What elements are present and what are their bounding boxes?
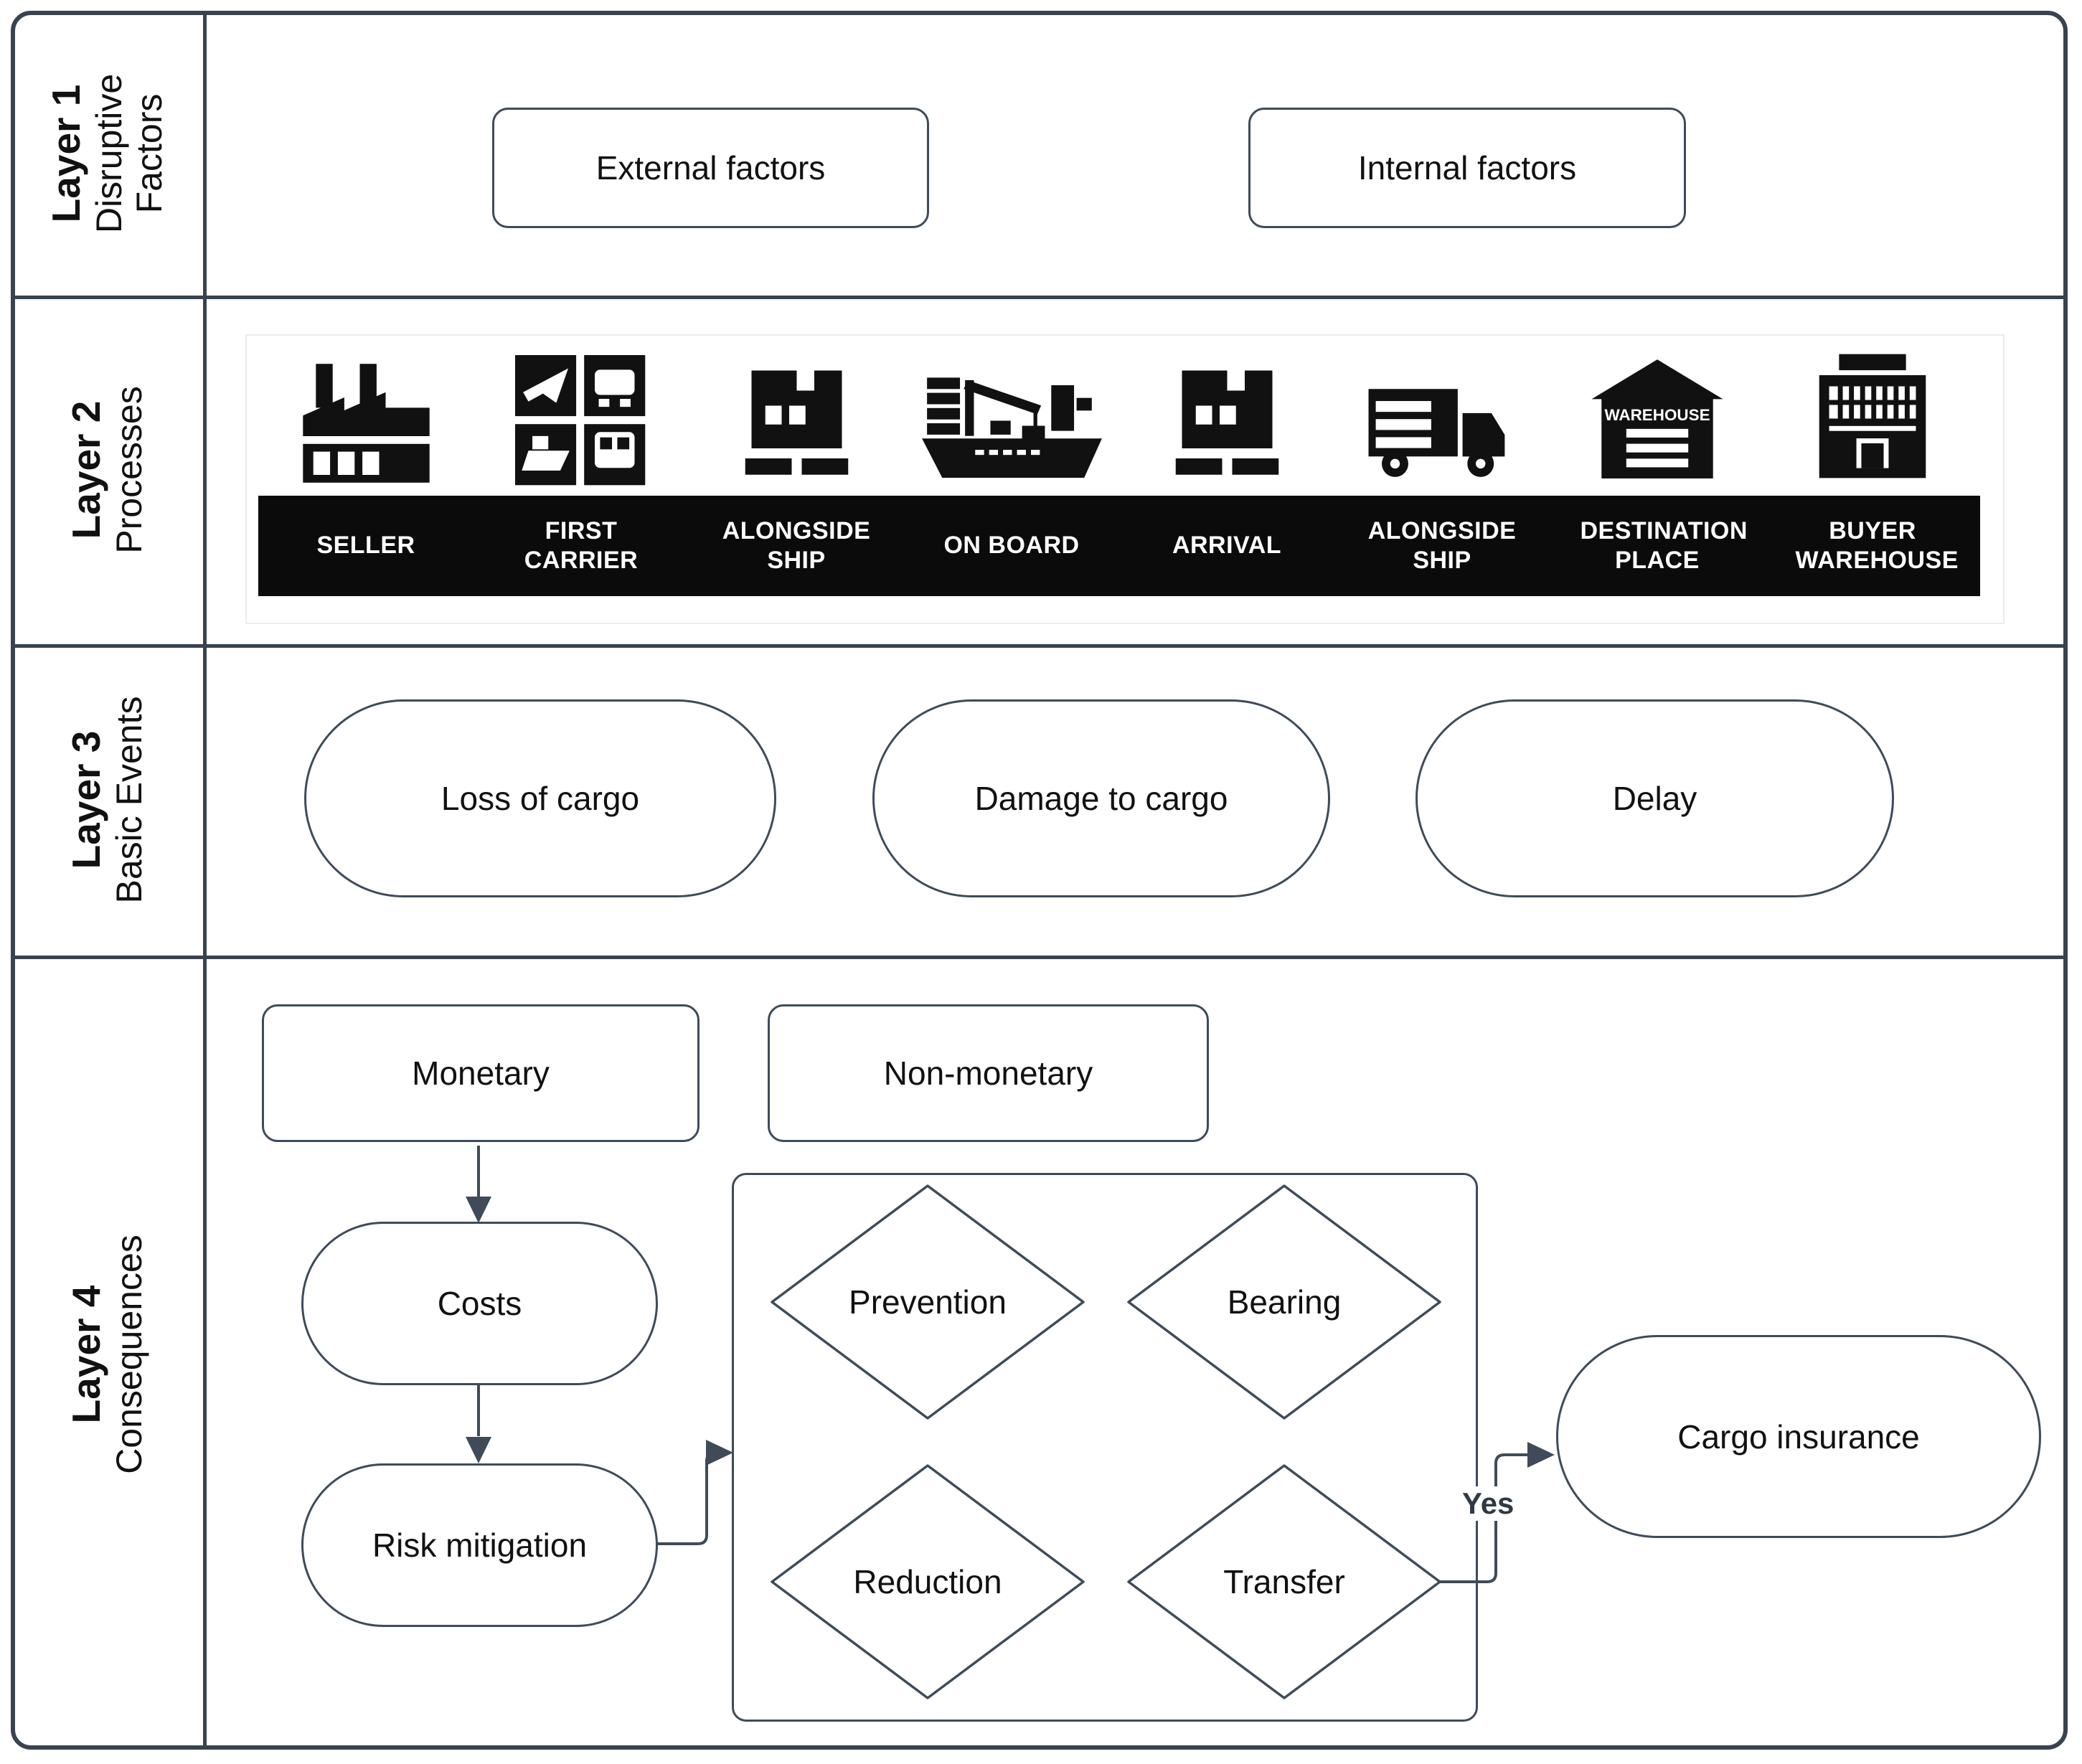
layer3-title: Layer 3 [64,730,109,869]
banner-destination-place-label: DESTINATION PLACE [1580,517,1748,574]
row-divider-3 [11,956,2068,959]
loss-of-cargo-label: Loss of cargo [441,780,640,817]
banner-alongside-ship-1-label: ALONGSIDE SHIP [722,517,871,574]
banner-alongside-ship-2-label: ALONGSIDE SHIP [1367,517,1517,574]
container-ship-crane-icon [921,377,1102,478]
banner-on-board-label: ON BOARD [943,532,1080,560]
banner-alongside-ship-1: ALONGSIDE SHIP [689,496,904,596]
bearing-label: Bearing [1227,1283,1342,1321]
process-seller [258,336,474,492]
banner-buyer-warehouse: BUYER WAREHOUSE [1765,496,1980,596]
monetary-box: Monetary [262,1004,700,1142]
external-factors-label: External factors [595,149,826,187]
non-monetary-box: Non-monetary [768,1004,1209,1142]
banner-on-board: ON BOARD [904,496,1119,596]
delay-label: Delay [1612,780,1697,817]
banner-seller-label: SELLER [316,532,415,560]
process-arrival [1119,336,1334,492]
internal-factors-box: Internal factors [1248,108,1686,228]
cargo-boxes-pallet-icon [745,370,848,475]
risk-mitigation-stadium: Risk mitigation [301,1463,658,1627]
layer4-title: Layer 4 [64,1285,109,1424]
layer3-subtitle: Basic Events [108,696,149,904]
process-banner: SELLER FIRST CARRIER ALONGSIDE SHIP ON B… [258,496,1980,596]
cargo-boxes-pallet-icon [1175,370,1278,475]
label-column-divider [203,11,207,1750]
multimodal-transport-icon [514,355,645,486]
reduction-label-wrap: Reduction [799,1550,1057,1614]
cargo-insurance-label: Cargo insurance [1677,1418,1920,1456]
banner-arrival: ARRIVAL [1119,496,1334,596]
layer2-subtitle: Processes [108,386,149,554]
costs-label: Costs [437,1285,522,1322]
damage-to-cargo-label: Damage to cargo [974,780,1228,817]
risk-mitigation-label: Risk mitigation [372,1527,588,1564]
damage-to-cargo-pill: Damage to cargo [872,699,1330,897]
process-icons-row: WAREHOUSE [258,336,1980,492]
layer1-subtitle: Disruptive Factors [88,73,169,233]
process-first-carrier [474,336,689,492]
delivery-truck-icon [1368,389,1505,477]
layer4-label: Layer 4 Consequences [11,956,203,1753]
banner-arrival-label: ARRIVAL [1172,532,1282,560]
layer2-title: Layer 2 [64,400,109,539]
banner-first-carrier: FIRST CARRIER [474,496,689,596]
process-alongside-ship-2 [1334,336,1550,492]
banner-seller: SELLER [258,496,474,596]
strategy-container [732,1173,1478,1722]
reduction-label: Reduction [853,1563,1002,1600]
warehouse-icon: WAREHOUSE [1591,359,1723,478]
monetary-label: Monetary [412,1055,550,1092]
banner-buyer-warehouse-label: BUYER WAREHOUSE [1795,517,1959,574]
process-destination-place: WAREHOUSE [1550,336,1765,492]
process-alongside-ship-1 [689,336,904,492]
loss-of-cargo-pill: Loss of cargo [304,699,776,897]
cargo-insurance-stadium: Cargo insurance [1556,1335,2041,1538]
external-factors-box: External factors [492,108,929,228]
layer4-subtitle: Consequences [108,1235,149,1474]
transfer-label: Transfer [1223,1563,1345,1600]
internal-factors-label: Internal factors [1357,149,1577,187]
process-on-board [904,336,1119,492]
process-buyer-warehouse [1765,336,1980,492]
factory-icon [302,364,430,483]
layer3-label: Layer 3 Basic Events [11,644,203,956]
banner-first-carrier-label: FIRST CARRIER [524,517,639,574]
layer1-label: Layer 1 Disruptive Factors [11,11,203,296]
layer2-label: Layer 2 Processes [11,296,203,644]
banner-destination-place: DESTINATION PLACE [1550,496,1765,596]
layer1-title: Layer 1 [44,84,89,222]
banner-alongside-ship-2: ALONGSIDE SHIP [1334,496,1550,596]
row-divider-1 [11,296,2068,299]
delay-pill: Delay [1416,699,1894,897]
buyer-building-icon [1819,354,1926,478]
yes-edge-label: Yes [1458,1486,1519,1521]
transfer-label-wrap: Transfer [1155,1550,1413,1614]
prevention-label-wrap: Prevention [799,1270,1057,1334]
warehouse-icon-text: WAREHOUSE [1604,406,1710,424]
row-divider-2 [11,644,2068,648]
bearing-label-wrap: Bearing [1155,1270,1413,1334]
costs-stadium: Costs [301,1222,658,1385]
non-monetary-label: Non-monetary [883,1055,1093,1092]
prevention-label: Prevention [849,1283,1007,1321]
